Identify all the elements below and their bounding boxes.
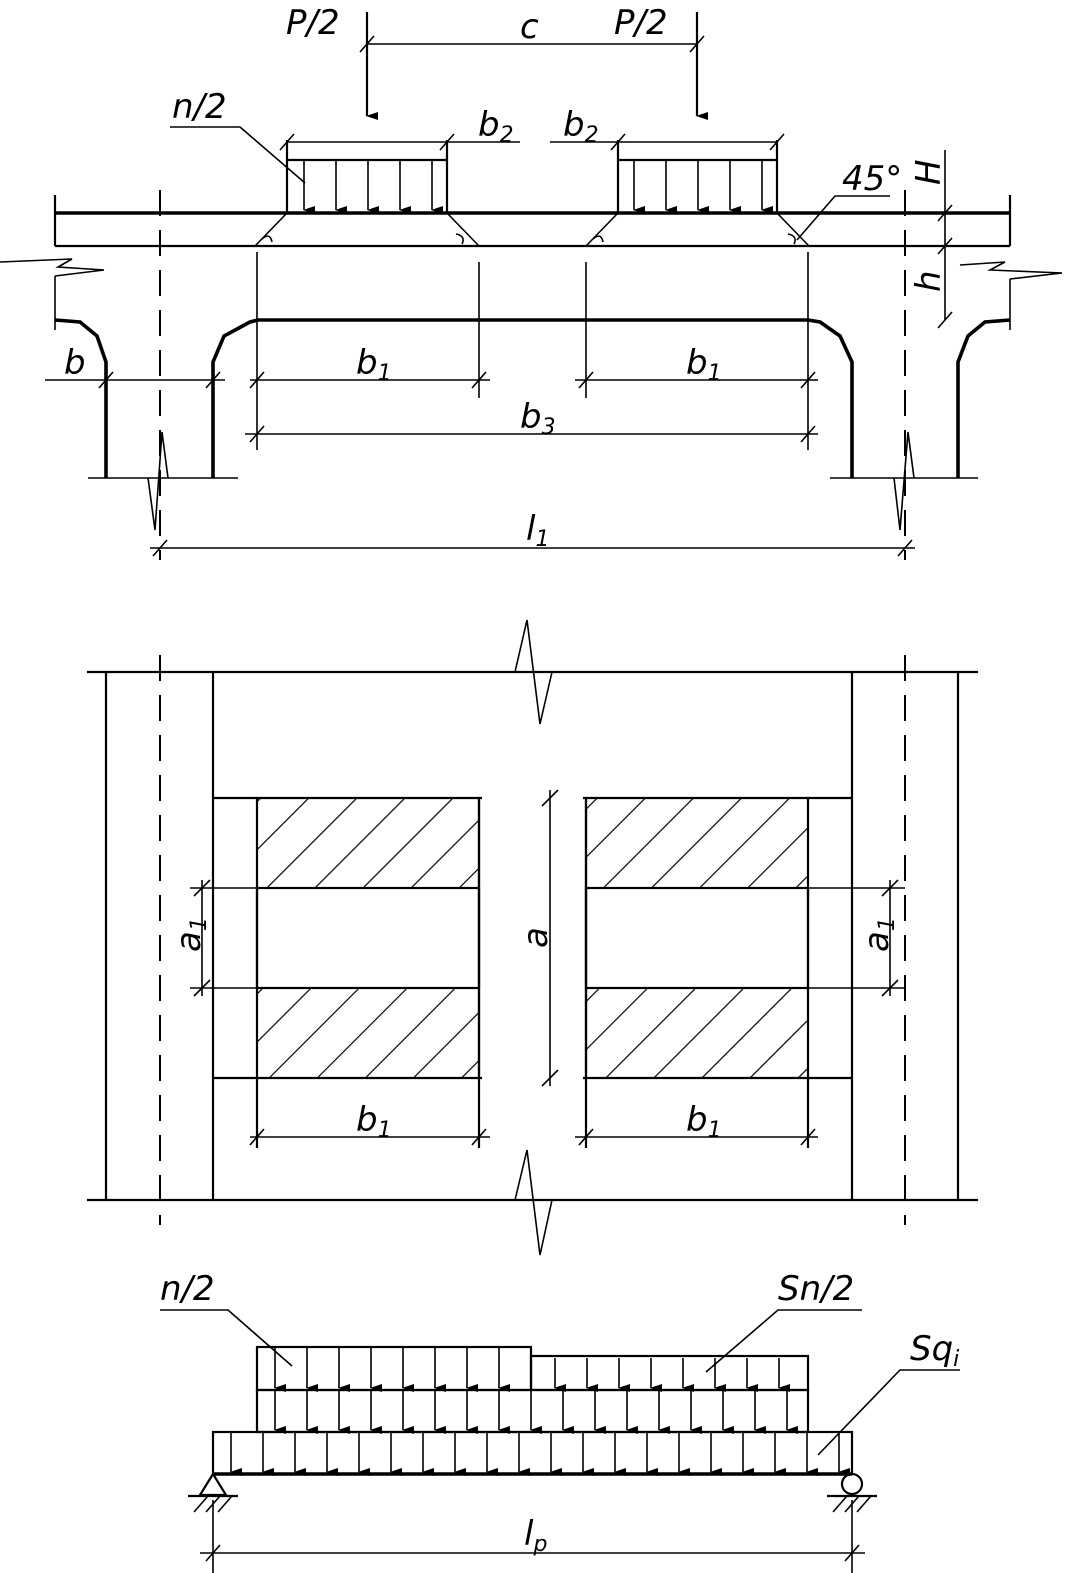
tick <box>193 879 211 897</box>
angle-arc <box>261 235 273 243</box>
break-line-left <box>0 258 105 277</box>
tick <box>769 133 785 151</box>
load-block-n2 <box>255 1345 533 1392</box>
tick <box>610 133 626 151</box>
b-label: b <box>64 343 86 383</box>
H-label: H <box>909 159 949 185</box>
a1-left-label: a1 <box>169 917 212 952</box>
leader-45 <box>796 195 890 241</box>
load-right-label: P/2 <box>614 3 668 43</box>
cross-section: P/2 P/2 c n/2 b2 b2 45° H h b b1 b1 b3 l… <box>0 3 1063 560</box>
spread-line <box>585 212 619 247</box>
angle-arc <box>787 233 796 245</box>
tick <box>249 371 265 389</box>
tick <box>279 133 295 151</box>
plate-load-arrows-left <box>303 160 443 214</box>
rib-left-outer <box>54 318 108 478</box>
tick <box>689 35 705 53</box>
tick <box>937 237 953 255</box>
leader-n2-beam <box>160 1309 293 1367</box>
c-label: c <box>520 7 539 47</box>
h-label: h <box>909 270 949 292</box>
beam-sn2-label: Sn/2 <box>778 1269 854 1309</box>
b1-plan-right-label: b1 <box>686 1100 722 1143</box>
spread-line <box>254 212 288 247</box>
a1-right-label: a1 <box>857 917 900 952</box>
beam-load-arrows <box>230 1348 850 1476</box>
leader-sqi <box>817 1369 960 1456</box>
tick <box>897 539 913 557</box>
tick <box>800 1128 816 1146</box>
tick <box>881 879 899 897</box>
angle-arc <box>455 233 464 245</box>
tick <box>359 35 375 53</box>
beam-n2-label: n/2 <box>160 1269 215 1309</box>
tick <box>205 1544 221 1562</box>
pinned-support <box>198 1471 228 1497</box>
tick <box>800 425 816 443</box>
spread-line <box>776 212 810 247</box>
load-block-sqi <box>211 1430 854 1476</box>
ground-hatch <box>832 1495 848 1513</box>
angle-arc <box>592 235 604 243</box>
plate-load-arrows-right <box>633 160 773 214</box>
l1-label: l1 <box>526 509 549 552</box>
tick <box>937 311 953 329</box>
tick <box>800 371 816 389</box>
ground-hatch <box>217 1495 233 1513</box>
roller-support <box>840 1472 864 1496</box>
tick <box>881 979 899 997</box>
tick <box>471 371 487 389</box>
beam-sqi-label: Sqi <box>910 1329 959 1372</box>
tick <box>541 1069 559 1087</box>
tick <box>205 371 221 389</box>
b3-label: b3 <box>520 397 556 440</box>
tick <box>249 1128 265 1146</box>
plan-view: a1 a a1 b1 b1 <box>87 619 978 1256</box>
n2-label: n/2 <box>172 87 227 127</box>
leader-sn2 <box>705 1309 862 1373</box>
break-symbol-bottom <box>514 1149 553 1256</box>
rib-main-outline <box>211 318 854 478</box>
tick <box>249 425 265 443</box>
a-label: a <box>516 927 556 948</box>
b1-plan-left-label: b1 <box>356 1100 392 1143</box>
beam-span-label: lp <box>524 1514 547 1557</box>
leader-n2 <box>170 126 306 184</box>
b2-right-label: b2 <box>563 105 599 148</box>
tick <box>152 539 168 557</box>
angle-label: 45° <box>842 159 902 199</box>
tick <box>98 371 114 389</box>
tick <box>578 1128 594 1146</box>
break-symbol-left <box>147 431 169 531</box>
break-line-right <box>959 261 1063 280</box>
tick <box>541 789 559 807</box>
spread-line <box>446 212 480 247</box>
b1-left-label: b1 <box>356 343 392 386</box>
tick <box>578 371 594 389</box>
break-symbol-top <box>514 619 553 725</box>
b1-right-label: b1 <box>686 343 722 386</box>
beam-load-diagram: n/2 Sn/2 Sqi lp <box>160 1269 960 1573</box>
tick <box>937 204 953 222</box>
tick <box>193 979 211 997</box>
ground-hatch <box>193 1495 209 1513</box>
ground-hatch <box>856 1495 872 1513</box>
tick <box>439 133 455 151</box>
load-left-label: P/2 <box>286 3 340 43</box>
rib-right-outer <box>956 318 1011 478</box>
tick <box>844 1544 860 1562</box>
b2-left-label: b2 <box>478 105 514 148</box>
tick <box>471 1128 487 1146</box>
load-block-sn2 <box>529 1354 810 1392</box>
